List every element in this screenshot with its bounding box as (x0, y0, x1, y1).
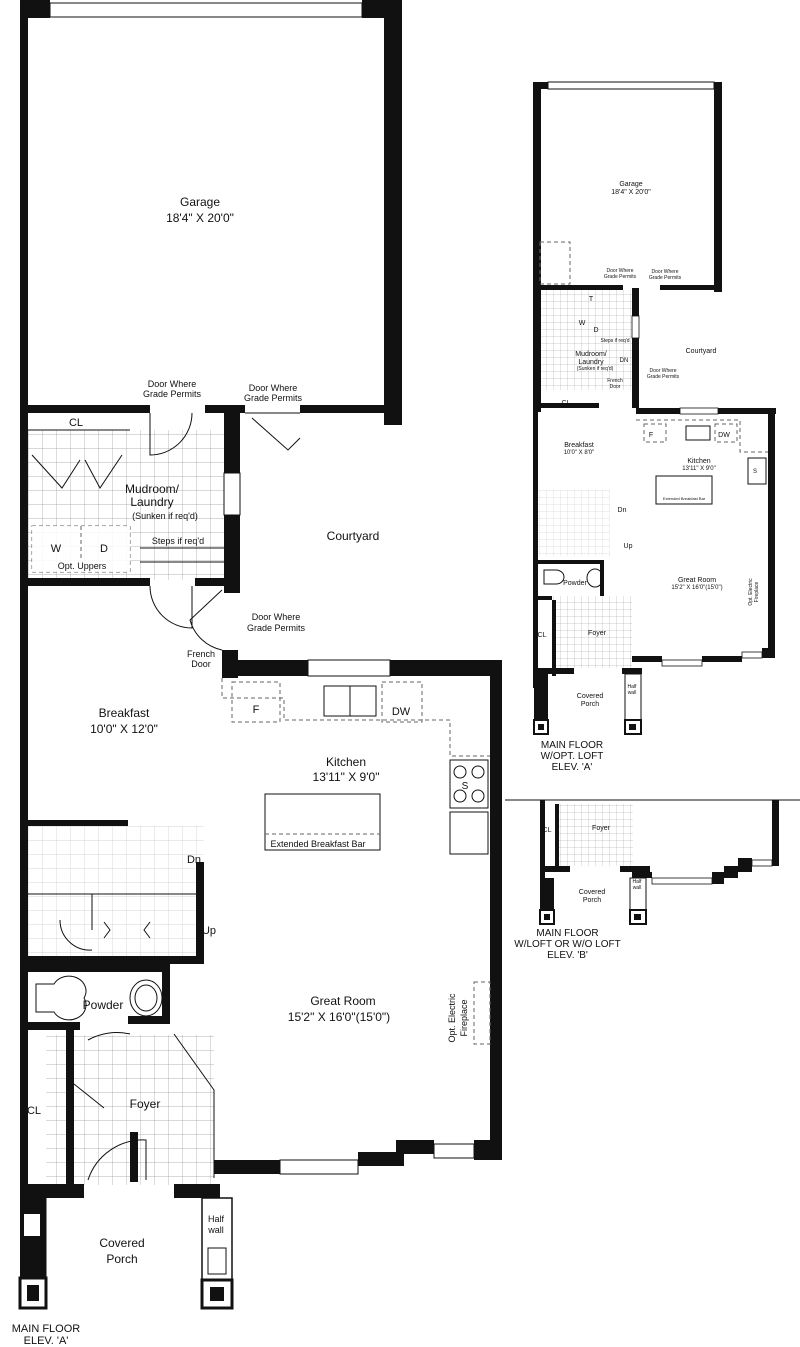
loft-closet-label: CL (561, 400, 571, 407)
closet-label-top: CL (69, 417, 83, 429)
french-door-line2: Door (191, 659, 211, 669)
loft-fireplace-label: Opt. Electric Fireplace (748, 578, 760, 606)
stair-dn-label: Dn (187, 854, 201, 866)
foyer-closet-label: CL (27, 1105, 41, 1117)
loft-tub-label: T (588, 296, 594, 303)
great-room-dims: 15'2" X 16'0"(15'0") (288, 1010, 390, 1024)
elevb-half-wall-label: Half wall (632, 879, 642, 891)
loft-porch-label: Covered Porch (576, 693, 604, 708)
loft-stair-up-label: Up (623, 543, 633, 550)
sink-label: S (462, 781, 469, 792)
breakfast-bar-label: Extended Breakfast Bar (270, 839, 365, 849)
door-grade-2-line1: Door Where (249, 383, 298, 393)
loft-plan-caption: MAIN FLOOR W/OPT. LOFT ELEV. 'A' (540, 740, 604, 773)
loft-door-grade-3: Door Where Grade Permits (646, 368, 680, 380)
elev-b-plan (539, 800, 779, 925)
loft-great-room-name: Great Room (677, 577, 717, 584)
porch-line1: Covered (99, 1236, 144, 1250)
door-grade-1-line1: Door Where (148, 379, 197, 389)
mudroom-line1: Mudroom/ (125, 482, 180, 496)
elevb-foyer-label: Foyer (592, 825, 610, 832)
door-grade-2-line2: Grade Permits (244, 393, 303, 403)
loft-breakfast-bar-label: Extended Breakfast Bar (662, 496, 706, 501)
elevb-plan-caption: MAIN FLOOR W/LOFT OR W/O LOFT ELEV. 'B' (514, 928, 621, 961)
door-grade-3-line1: Door Where (252, 612, 301, 622)
loft-dryer-label: D (593, 327, 599, 334)
loft-door-grade-2: Door Where Grade Permits (648, 269, 682, 281)
steps-label: Steps if req'd (152, 536, 204, 546)
elevb-porch-label: Covered Porch (578, 889, 606, 904)
breakfast-dims: 10'0" X 12'0" (90, 722, 158, 736)
main-plan-caption: MAIN FLOOR ELEV. 'A' (11, 1323, 81, 1347)
loft-great-room-dims: 15'2" X 16'0"(15'0") (671, 585, 723, 591)
loft-washer-label: W (578, 320, 586, 327)
loft-kitchen-name: Kitchen (687, 458, 711, 465)
loft-sink-label: S (752, 469, 757, 475)
half-wall-line2: wall (207, 1225, 224, 1235)
mudroom-note: (Sunken if req'd) (132, 511, 198, 521)
great-room-name: Great Room (310, 994, 375, 1008)
door-grade-3-line2: Grade Permits (247, 623, 306, 633)
loft-powder-label: Powder (563, 580, 587, 587)
loft-mudroom-note: (Sunken if req'd) (576, 366, 614, 372)
courtyard-label: Courtyard (327, 529, 380, 543)
loft-plan (533, 81, 776, 735)
powder-label: Powder (83, 998, 124, 1012)
dishwasher-label: DW (392, 706, 411, 718)
loft-mudroom-label: Mudroom/ Laundry (575, 351, 607, 366)
main-plan (18, 0, 502, 1310)
door-grade-1-line2: Grade Permits (143, 389, 202, 399)
loft-breakfast-dims: 10'0" X 8'0" (563, 450, 595, 456)
loft-garage-name: Garage (619, 181, 643, 188)
loft-foyer-label: Foyer (588, 630, 606, 637)
french-door-line1: French (187, 649, 215, 659)
loft-courtyard-label: Courtyard (685, 348, 717, 355)
fireplace-line1: Opt. Electric (447, 993, 457, 1043)
half-wall-line1: Half (208, 1214, 225, 1224)
loft-garage-dims: 18'4" X 20'0" (611, 189, 651, 196)
mudroom-line2: Laundry (130, 495, 173, 509)
stair-up-label: Up (202, 925, 216, 937)
kitchen-dims: 13'11" X 9'0" (313, 770, 380, 784)
loft-stair-dn-label: Dn (617, 507, 627, 514)
loft-steps-label: Steps if req'd (600, 338, 630, 344)
foyer-label: Foyer (130, 1097, 161, 1111)
breakfast-name: Breakfast (99, 706, 150, 720)
loft-fridge-label: F (648, 432, 654, 439)
loft-foyer-closet-label: CL (537, 632, 547, 639)
loft-door-grade-1: Door Where Grade Permits (603, 268, 637, 280)
fireplace-line2: Fireplace (459, 999, 469, 1036)
dryer-label: D (100, 543, 108, 555)
opt-uppers-label: Opt. Uppers (58, 561, 107, 571)
loft-half-wall-label: Half wall (627, 684, 637, 696)
fridge-label: F (253, 704, 260, 716)
garage-name: Garage (180, 195, 220, 209)
loft-dishwasher-label: DW (718, 432, 730, 439)
loft-kitchen-dims: 13'11" X 9'0" (682, 466, 716, 472)
loft-dn-label: DN (619, 358, 629, 364)
loft-breakfast-name: Breakfast (564, 442, 594, 449)
garage-dims: 18'4" X 20'0" (166, 211, 234, 225)
loft-french-door: French Door (607, 378, 623, 390)
porch-line2: Porch (106, 1252, 137, 1266)
washer-label: W (51, 543, 62, 555)
kitchen-name: Kitchen (326, 755, 366, 769)
elevb-closet-label: CL (542, 827, 552, 834)
